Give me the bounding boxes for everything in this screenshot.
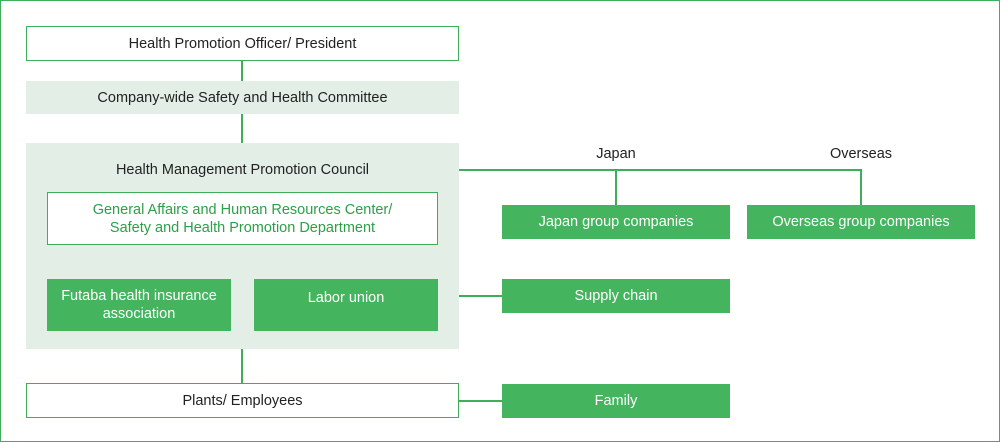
connector-committee-council bbox=[241, 114, 243, 144]
union-node: Labor union bbox=[254, 279, 438, 331]
overseas-group-node: Overseas group companies bbox=[747, 205, 975, 239]
committee-node: Company-wide Safety and Health Committee bbox=[26, 81, 459, 114]
connector-overseas-drop bbox=[860, 169, 862, 206]
center-label-line1: General Affairs and Human Resources Cent… bbox=[92, 201, 393, 218]
plants-node: Plants/ Employees bbox=[26, 383, 459, 418]
connector-council-right bbox=[459, 169, 862, 171]
connector-japan-drop bbox=[615, 169, 617, 206]
connector-officer-committee bbox=[241, 60, 243, 81]
japan-label: Japan bbox=[596, 146, 636, 162]
futaba-label-line2: association bbox=[102, 306, 176, 322]
center-node: General Affairs and Human Resources Cent… bbox=[47, 192, 438, 245]
futaba-label-line1: Futaba health insurance bbox=[61, 288, 217, 304]
connector-council-plants bbox=[241, 349, 243, 384]
supply-chain-label: Supply chain bbox=[574, 288, 658, 304]
union-label: Labor union bbox=[307, 290, 385, 306]
connector-plants-family bbox=[459, 400, 502, 402]
overseas-label: Overseas bbox=[829, 146, 893, 162]
plants-label: Plants/ Employees bbox=[182, 392, 303, 409]
supply-chain-node: Supply chain bbox=[502, 279, 730, 313]
officer-label: Health Promotion Officer/ President bbox=[128, 35, 357, 52]
officer-node: Health Promotion Officer/ President bbox=[26, 26, 459, 61]
council-label: Health Management Promotion Council bbox=[115, 162, 370, 178]
futaba-node: Futaba health insurance association bbox=[47, 279, 231, 331]
japan-group-label: Japan group companies bbox=[538, 214, 694, 230]
family-node: Family bbox=[502, 384, 730, 418]
center-label-line2: Safety and Health Promotion Department bbox=[109, 219, 376, 236]
connector-council-supply bbox=[459, 295, 502, 297]
family-label: Family bbox=[594, 393, 638, 409]
japan-group-node: Japan group companies bbox=[502, 205, 730, 239]
committee-label: Company-wide Safety and Health Committee bbox=[97, 89, 388, 106]
overseas-group-label: Overseas group companies bbox=[772, 214, 950, 230]
